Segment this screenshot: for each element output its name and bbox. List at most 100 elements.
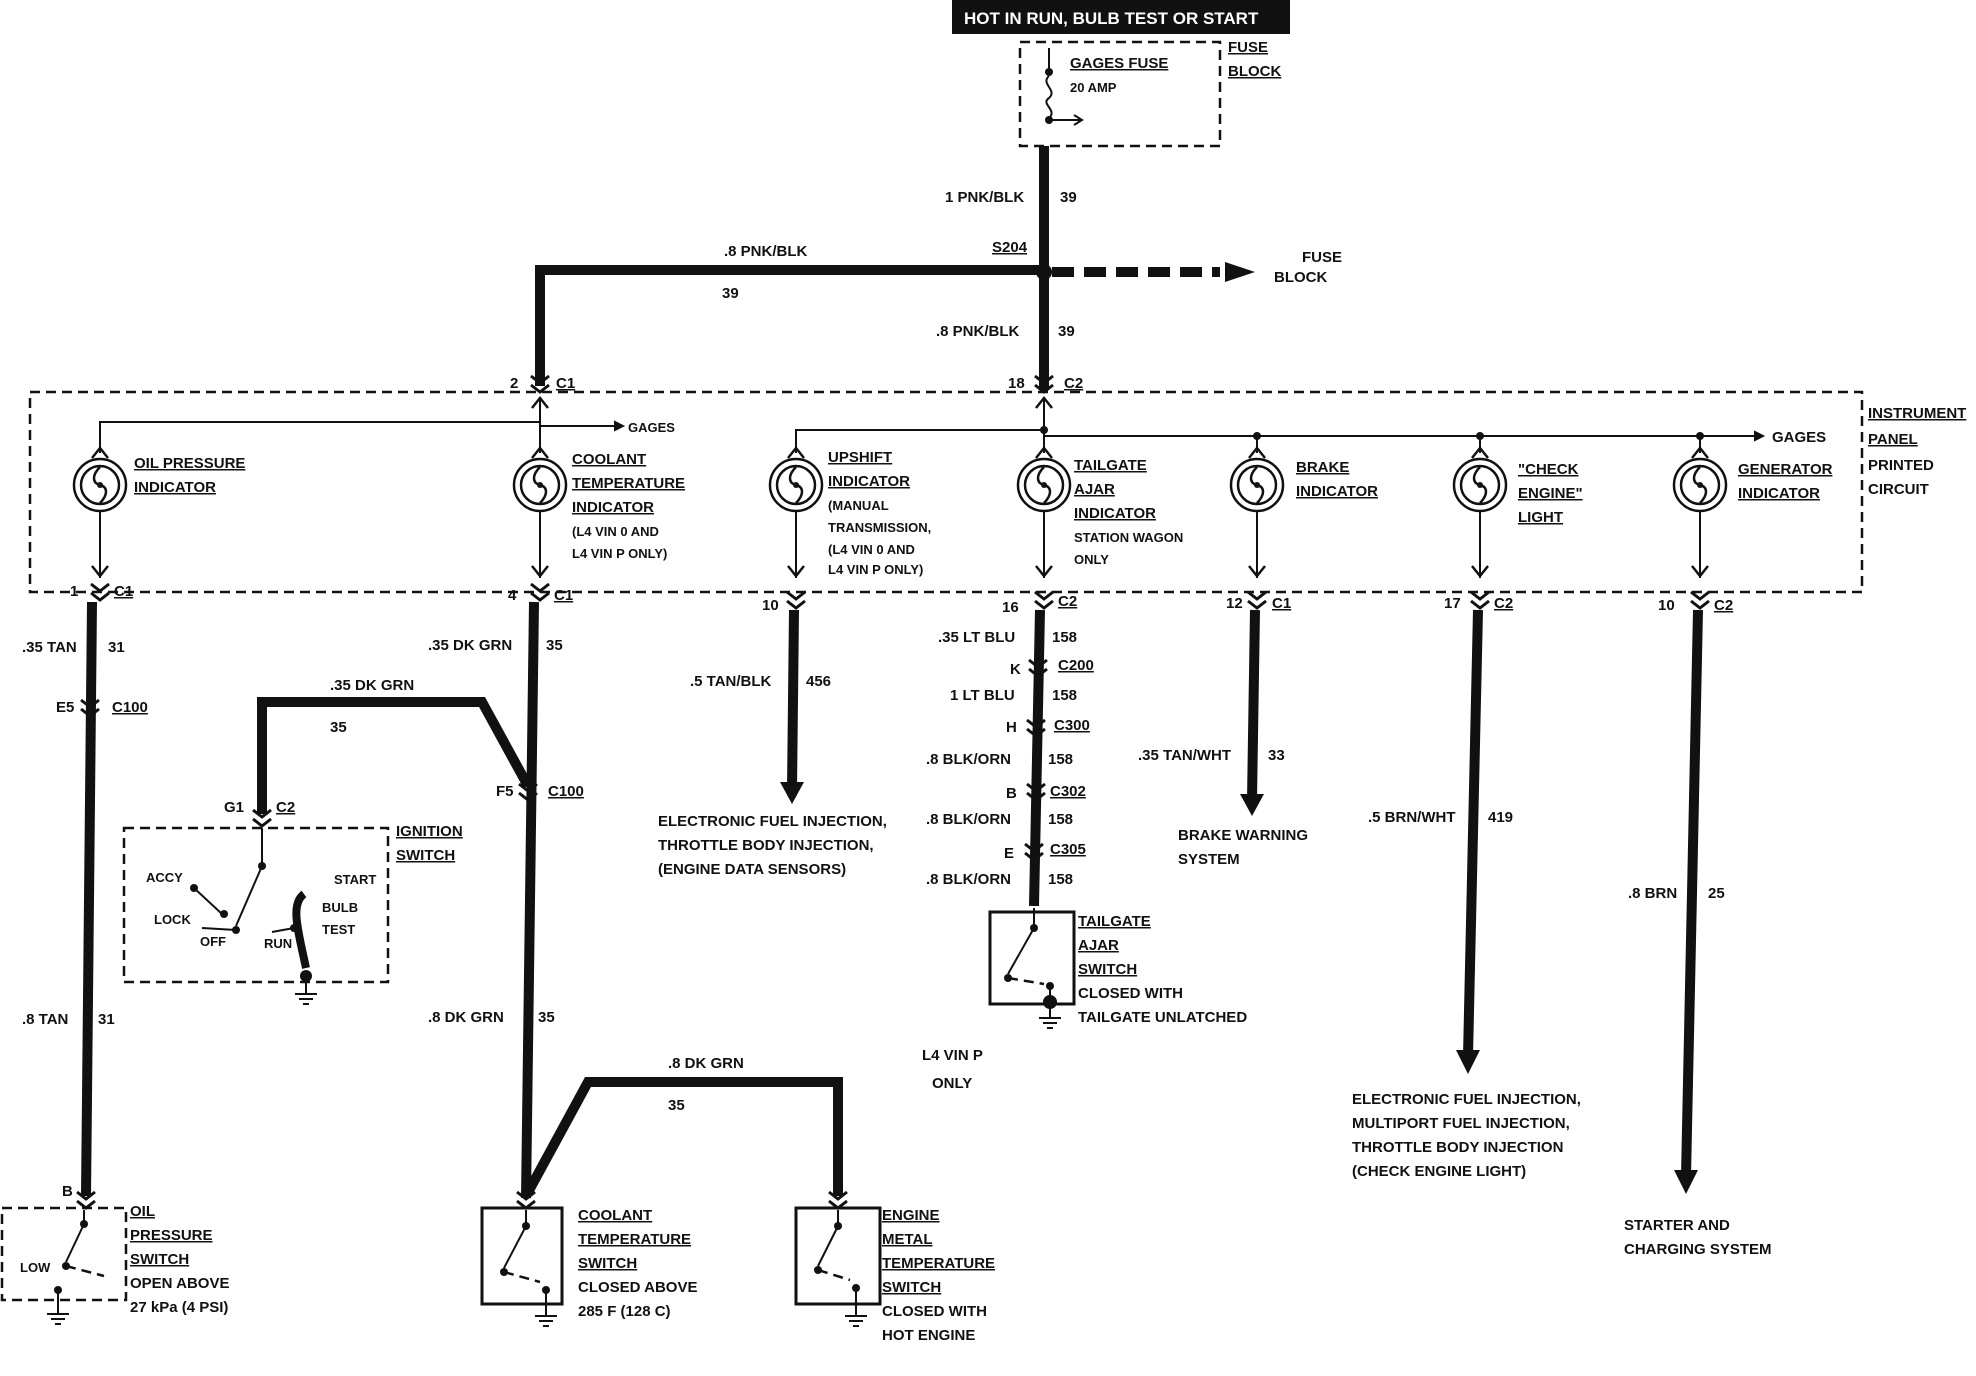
brake-ind-label-1: BRAKE	[1296, 459, 1349, 476]
eng-switch-label-5: CLOSED WITH	[882, 1303, 987, 1320]
wire-oil	[81, 601, 97, 1197]
engine-wire-circuit: 35	[668, 1097, 685, 1114]
wire-label-w2: .8 PNK/BLK	[724, 243, 808, 260]
arrow-check-engine	[1456, 1050, 1480, 1074]
up-ind-label-4: TRANSMISSION,	[828, 520, 931, 535]
header-bar	[952, 0, 1290, 34]
gen-wire-circuit: 25	[1708, 885, 1725, 902]
tg-wire-circuit-2: 158	[1052, 687, 1077, 704]
tg-wire-circuit-3: 158	[1048, 751, 1073, 768]
brake-wire-circuit: 33	[1268, 747, 1285, 764]
coolant-switch-contacts	[500, 1210, 550, 1304]
cool-conn-label: C1	[554, 587, 573, 604]
wire-circuit-w1: 39	[1060, 189, 1077, 206]
ign-lock: LOCK	[154, 912, 191, 927]
check-conn-pin: 17	[1444, 595, 1461, 612]
engine-switch-contacts	[814, 1210, 860, 1304]
oil-conn-label: C1	[114, 583, 133, 600]
brake-conn-label: C1	[1272, 595, 1291, 612]
c305-label: C305	[1050, 841, 1086, 858]
bulb-output-lines	[90, 511, 1710, 578]
oil-switch-label-4: OPEN ABOVE	[130, 1275, 229, 1292]
tailgate-ajar-switch	[988, 910, 1076, 1006]
wire-generator	[1681, 609, 1703, 1177]
panel-label-3: PRINTED	[1868, 457, 1934, 474]
oil-wire-circuit-2: 31	[98, 1011, 115, 1028]
up-ind-label-3: (MANUAL	[828, 498, 889, 513]
coolant-switch-ground-icon	[534, 1303, 558, 1327]
cool-ind-label-3: INDICATOR	[572, 499, 654, 516]
fuse-icon	[1045, 48, 1084, 126]
up-conn-pin: 10	[762, 597, 779, 614]
tg-wire-label-4: .8 BLK/ORN	[926, 811, 1011, 828]
c100-b-label: C100	[548, 783, 584, 800]
ign-wire-label: .35 DK GRN	[330, 677, 414, 694]
gen-dest-2: CHARGING SYSTEM	[1624, 1241, 1772, 1258]
gages-label-1: GAGES	[628, 420, 675, 435]
brake-dest-1: BRAKE WARNING	[1178, 827, 1308, 844]
splice-label: S204	[992, 239, 1028, 256]
eng-switch-label-4: SWITCH	[882, 1279, 941, 1296]
ignition-ground-icon	[294, 981, 318, 1005]
wire-engine-metal	[521, 1077, 843, 1199]
tailgate-switch-ground-icon	[1038, 1005, 1062, 1029]
ign-bulb: BULB	[322, 900, 358, 915]
oil-wire-label: .35 TAN	[22, 639, 77, 656]
instrument-panel-box	[28, 390, 1864, 594]
tg-switch-label-2: AJAR	[1078, 937, 1119, 954]
e-label: E	[1004, 845, 1014, 862]
wire-brake	[1247, 609, 1260, 801]
panel-traces	[99, 396, 1766, 453]
c2-top-pin: 18	[1008, 375, 1025, 392]
wire-coolant	[521, 601, 539, 1199]
ign-title-1: IGNITION	[396, 823, 463, 840]
cool-wire-label: .35 DK GRN	[428, 637, 512, 654]
check-dest-4: (CHECK ENGINE LIGHT)	[1352, 1163, 1526, 1180]
b-label: B	[1006, 785, 1017, 802]
coolant-temp-switch	[480, 1206, 564, 1306]
cool-switch-label-5: 285 F (128 C)	[578, 1303, 671, 1320]
oil-switch-low: LOW	[20, 1260, 51, 1275]
oil-switch-label-3: SWITCH	[130, 1251, 189, 1268]
check-ind-label-3: LIGHT	[1518, 509, 1563, 526]
cool-ind-label-5: L4 VIN P ONLY)	[572, 546, 667, 561]
ign-run: RUN	[264, 936, 292, 951]
fuse-rating: 20 AMP	[1070, 80, 1117, 95]
panel-label-1: INSTRUMENT	[1868, 405, 1966, 422]
wire-label-w3: .8 PNK/BLK	[936, 323, 1020, 340]
tailgate-ajar-bulb-icon	[1016, 457, 1072, 513]
tg-conn-label: C2	[1058, 593, 1077, 610]
check-dest-3: THROTTLE BODY INJECTION	[1352, 1139, 1563, 1156]
fuse-block-dest-1: FUSE	[1302, 249, 1342, 266]
wire-tailgate	[1029, 609, 1045, 907]
brake-bulb-icon	[1229, 457, 1285, 513]
wire-to-c1	[535, 265, 1044, 386]
header-label: HOT IN RUN, BULB TEST OR START	[964, 9, 1259, 28]
c100-a-label: C100	[112, 699, 148, 716]
engine-wire-label: .8 DK GRN	[668, 1055, 744, 1072]
oil-switch-label-5: 27 kPa (4 PSI)	[130, 1299, 228, 1316]
oil-conn-pin: 1	[70, 583, 78, 600]
f5-label: F5	[496, 783, 514, 800]
c2-top-label: C2	[1064, 375, 1083, 392]
eng-switch-label-3: TEMPERATURE	[882, 1255, 995, 1272]
e5-label: E5	[56, 699, 74, 716]
efi-dest-1: ELECTRONIC FUEL INJECTION,	[658, 813, 887, 830]
oil-switch-label-1: OIL	[130, 1203, 155, 1220]
cool-ind-label-4: (L4 VIN 0 AND	[572, 524, 659, 539]
wire-circuit-w2: 39	[722, 285, 739, 302]
ignition-switch-contacts	[190, 828, 312, 982]
check-ind-label-2: ENGINE"	[1518, 485, 1583, 502]
arrow-brake	[1240, 794, 1264, 816]
brake-dest-2: SYSTEM	[1178, 851, 1240, 868]
wire-circuit-w3: 39	[1058, 323, 1075, 340]
tg-wire-label-5: .8 BLK/ORN	[926, 871, 1011, 888]
wire-upshift	[787, 609, 799, 791]
tailgate-switch-contacts	[1004, 908, 1057, 1009]
ignition-switch	[122, 826, 390, 984]
oil-switch-pin: B	[62, 1183, 73, 1200]
eng-switch-label-6: HOT ENGINE	[882, 1327, 975, 1344]
up-ind-label-1: UPSHIFT	[828, 449, 892, 466]
tg-wire-circuit-5: 158	[1048, 871, 1073, 888]
